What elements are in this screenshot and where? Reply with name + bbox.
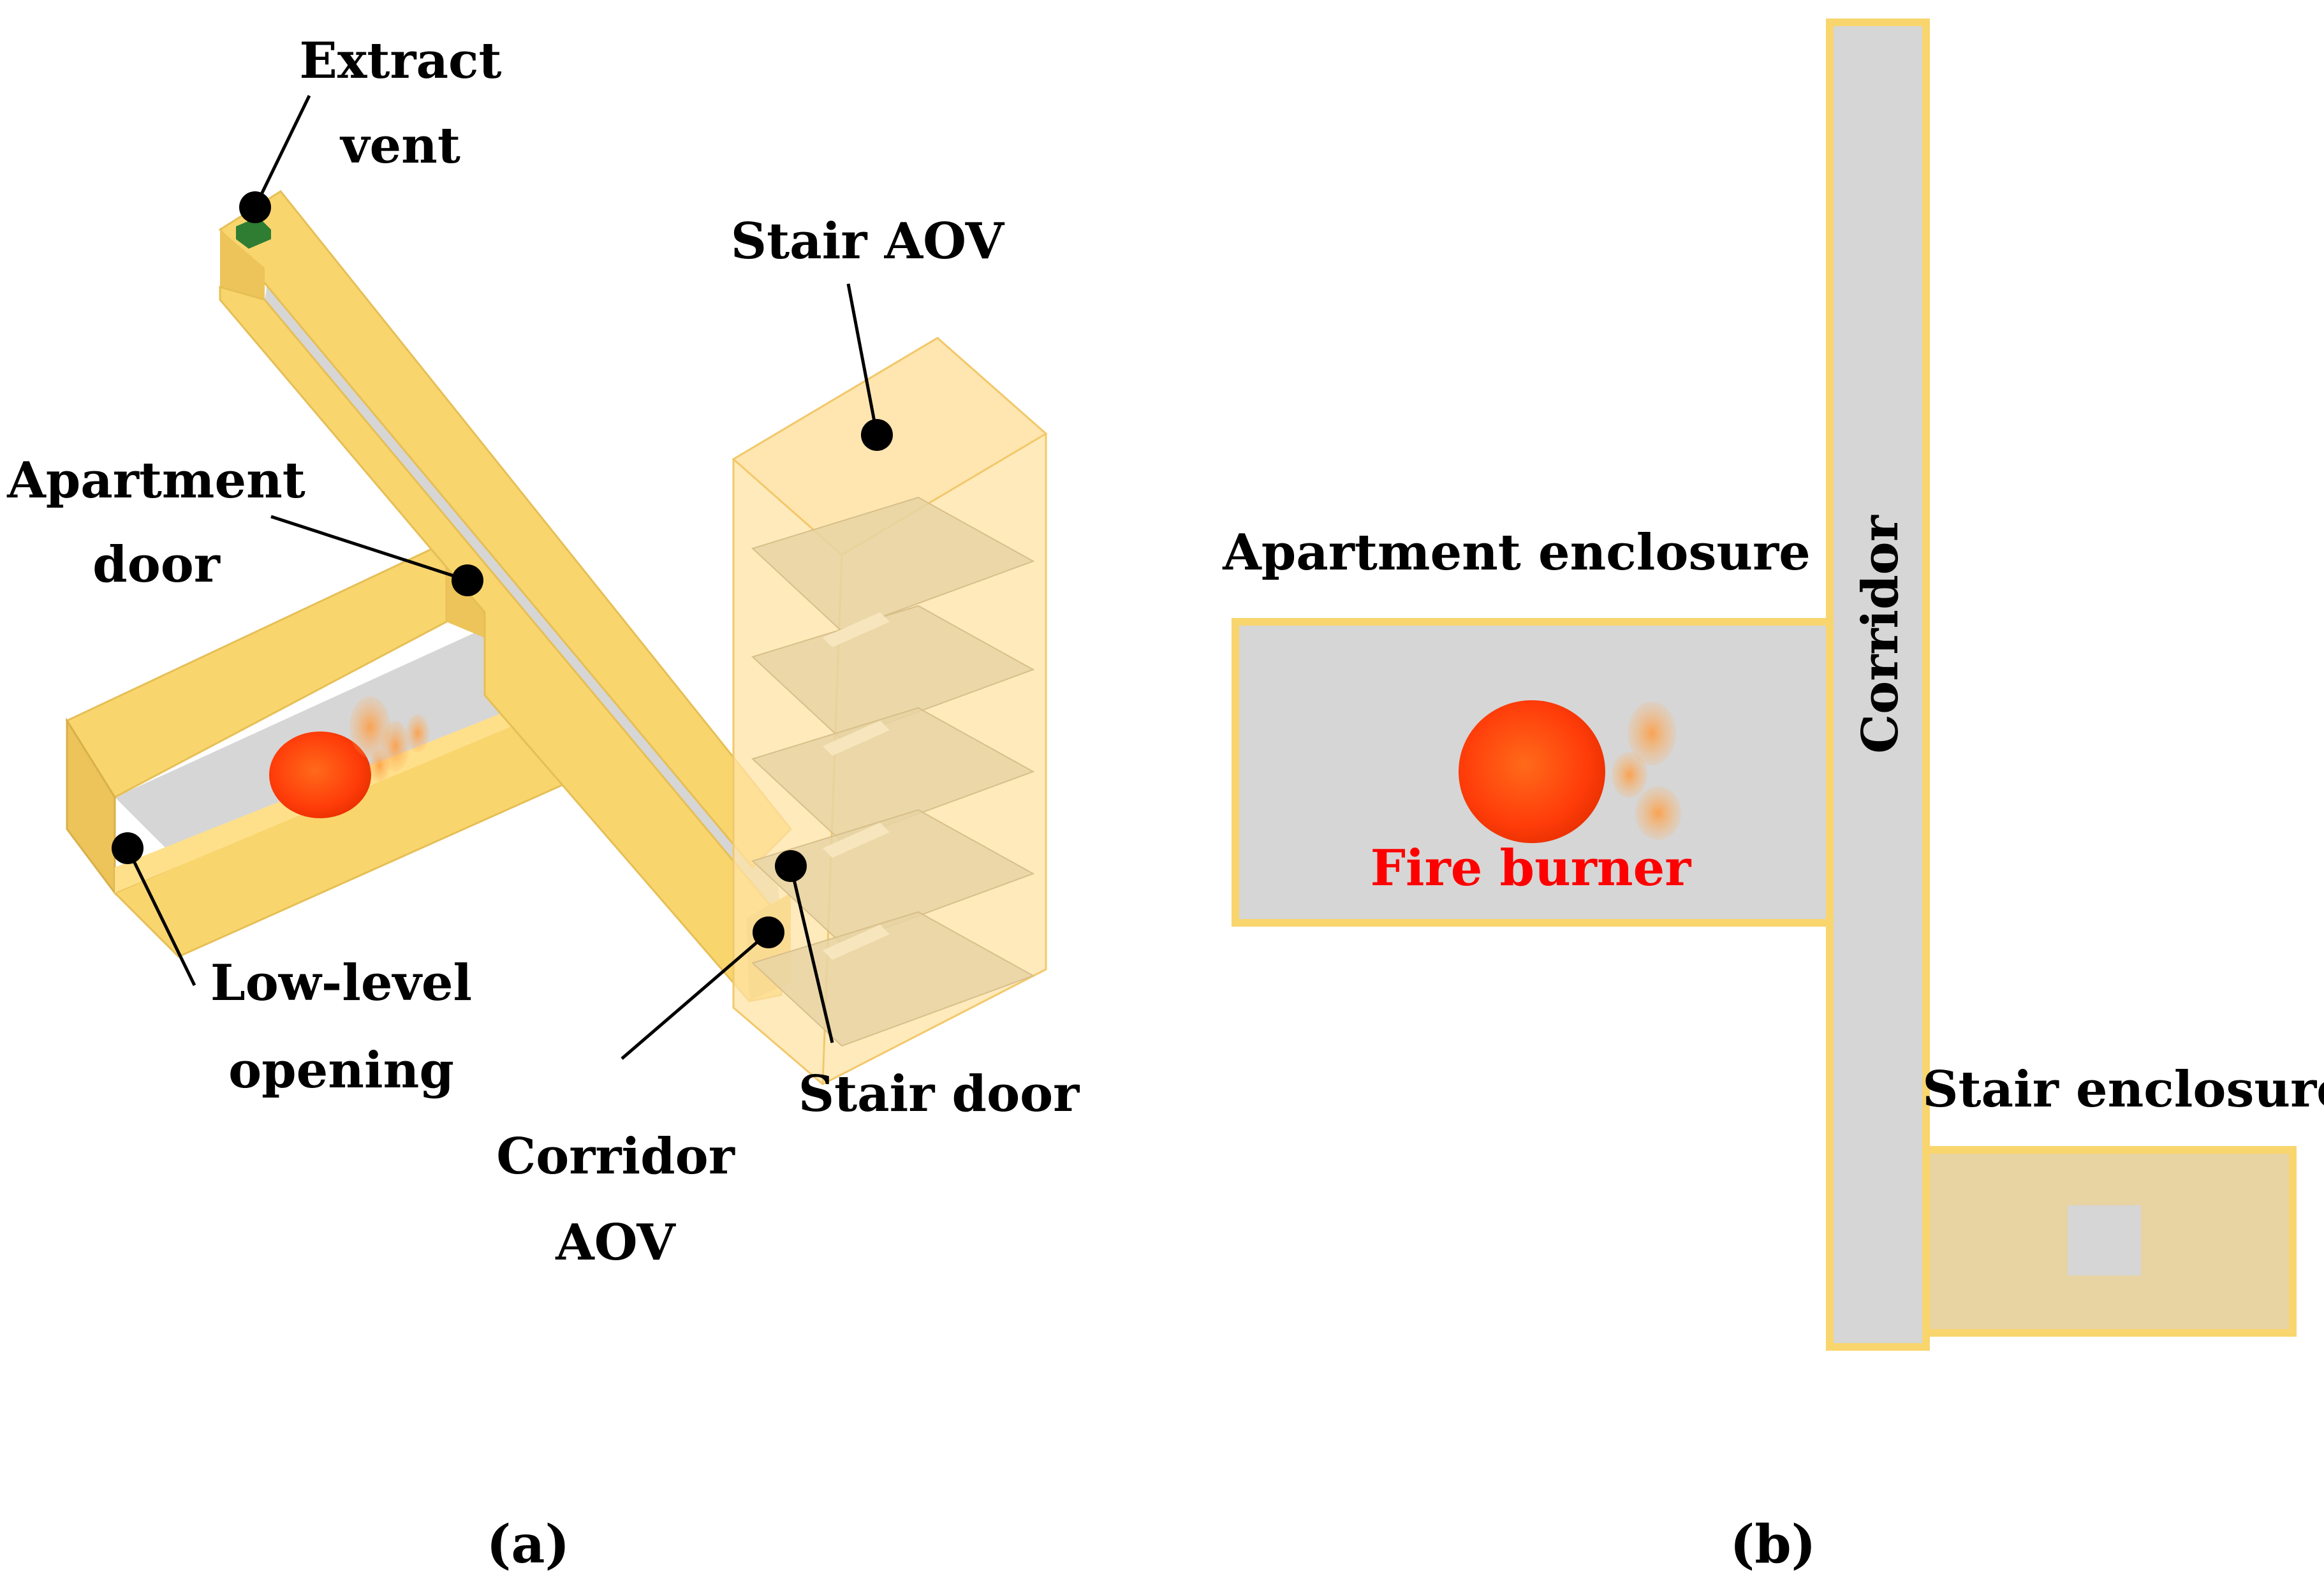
panel-a-3d-view: Extract vent Stair AOV Apartment door Lo… bbox=[6, 32, 1080, 1575]
fire-burner-3d bbox=[269, 696, 429, 818]
stair-flights bbox=[751, 496, 1035, 1047]
flame-plume bbox=[406, 714, 429, 753]
label-extract-vent-line2: vent bbox=[339, 117, 460, 175]
stair-landing bbox=[751, 911, 1035, 1047]
apartment-box bbox=[65, 540, 572, 958]
label-low-level-opening-line2: opening bbox=[228, 1041, 454, 1099]
label-apartment-door-line2: door bbox=[92, 536, 221, 594]
marker-extract-vent bbox=[239, 191, 271, 223]
label-extract-vent-line1: Extract bbox=[299, 32, 501, 90]
fire-burner-3d-core bbox=[269, 731, 371, 818]
label-stair-door: Stair door bbox=[798, 1065, 1080, 1123]
fire-burner-plan-core bbox=[1459, 700, 1605, 843]
flame-plume bbox=[1635, 786, 1681, 840]
flame-plume bbox=[369, 749, 390, 782]
marker-stair-door bbox=[775, 850, 807, 882]
panel-b-plan-view: Apartment enclosure Fire burner Corridor… bbox=[1222, 18, 2324, 1575]
leader-apartment-door bbox=[270, 515, 468, 582]
stair-top-face bbox=[732, 337, 1048, 556]
label-low-level-opening-line1: Low-level bbox=[210, 954, 472, 1012]
label-corridor-aov-line1: Corridor bbox=[496, 1128, 735, 1186]
corridor-floor bbox=[265, 281, 781, 918]
corridor-end-wall bbox=[220, 230, 265, 300]
leader-low-level-opening bbox=[126, 847, 196, 987]
stair-slot bbox=[823, 721, 890, 756]
stair-landing bbox=[751, 707, 1035, 843]
flame-plume bbox=[349, 696, 390, 758]
caption-a: (a) bbox=[487, 1514, 570, 1575]
label-stair-enclosure: Stair enclosure bbox=[1922, 1061, 2324, 1119]
flame-plume bbox=[1612, 752, 1647, 798]
leader-stair-aov bbox=[846, 283, 879, 436]
marker-corridor-aov bbox=[753, 916, 784, 948]
point-markers bbox=[112, 191, 893, 948]
stair-flight-slots bbox=[823, 612, 890, 960]
caption-b: (b) bbox=[1730, 1514, 1816, 1575]
stair-enclosure-plan bbox=[1922, 1146, 2297, 1337]
stair-landing bbox=[751, 809, 1035, 945]
leader-lines bbox=[126, 94, 879, 1060]
label-apartment-enclosure: Apartment enclosure bbox=[1222, 524, 1811, 582]
fire-burner-plan bbox=[1459, 700, 1681, 843]
label-stair-aov: Stair AOV bbox=[731, 212, 1005, 270]
extract-vent-block bbox=[236, 217, 271, 249]
label-fire-burner: Fire burner bbox=[1371, 839, 1692, 897]
stair-tower-3d bbox=[732, 337, 1048, 1085]
stair-slot bbox=[823, 823, 890, 858]
label-corridor: Corridor bbox=[1851, 515, 1909, 753]
leader-stair-door bbox=[789, 865, 834, 1043]
corridor-plan bbox=[1826, 18, 1930, 1351]
stair-slot bbox=[823, 925, 890, 960]
marker-stair-aov bbox=[861, 419, 893, 451]
marker-low-level-opening bbox=[112, 832, 143, 864]
stair-landing bbox=[751, 496, 1035, 633]
label-apartment-door-line1: Apartment bbox=[6, 452, 305, 510]
label-corridor-aov-line2: AOV bbox=[555, 1214, 676, 1272]
stair-aov-plan bbox=[2068, 1205, 2141, 1275]
leader-extract-vent bbox=[253, 94, 311, 209]
stair-slot bbox=[823, 612, 890, 647]
marker-apartment-door bbox=[452, 564, 483, 596]
leader-corridor-aov bbox=[621, 931, 770, 1060]
flame-plume bbox=[1628, 702, 1676, 765]
